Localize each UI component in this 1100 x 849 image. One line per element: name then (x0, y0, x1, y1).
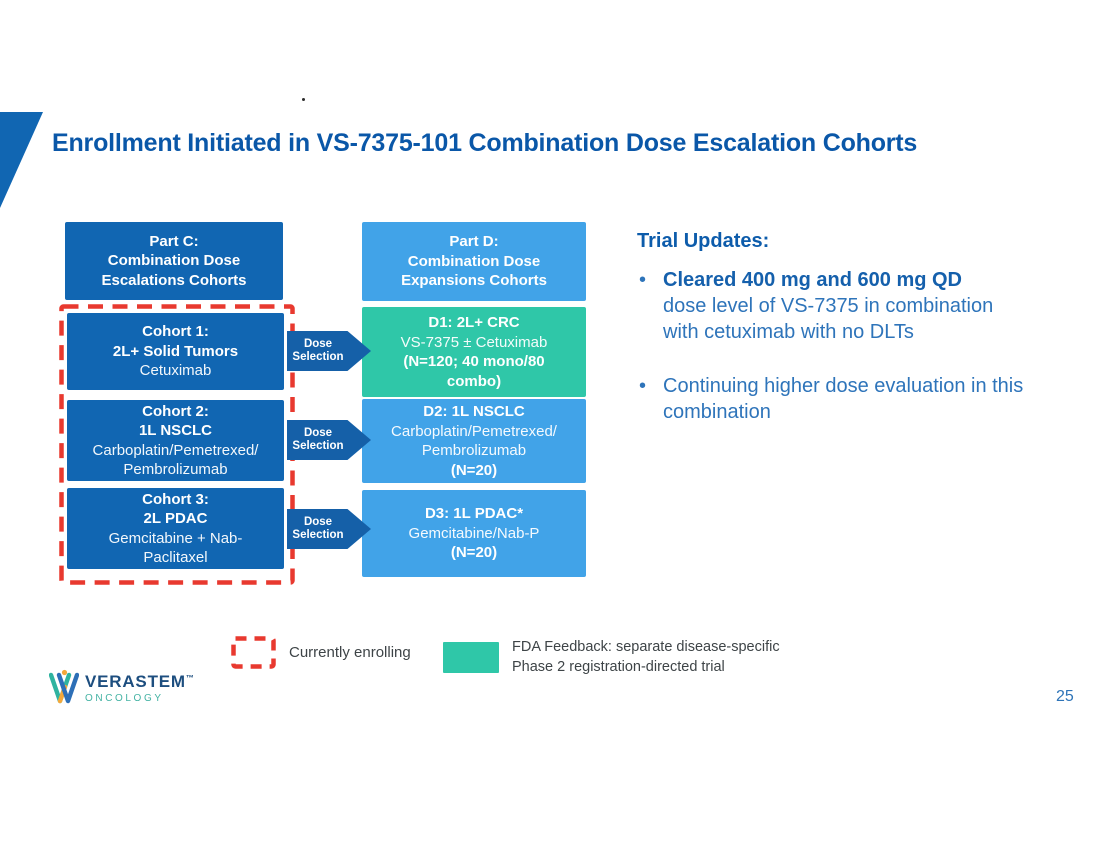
d3-regimen: Gemcitabine/Nab-P (408, 524, 540, 542)
trademark-symbol: ™ (185, 673, 195, 683)
teal-swatch-icon (443, 642, 499, 673)
legend-fda-feedback: FDA Feedback: separate disease-specific … (443, 638, 780, 677)
part-d-line: Combination Dose (407, 252, 541, 270)
dose-selection-arrow-1: Dose Selection (287, 331, 371, 371)
part-d-header-box: Part D: Combination Dose Expansions Coho… (362, 222, 586, 301)
d1-regimen: VS-7375 ± Cetuximab (400, 333, 548, 351)
d3-n-count: (N=20) (450, 544, 498, 562)
trial-updates-section: Trial Updates: Cleared 400 mg and 600 mg… (637, 230, 1057, 453)
d2-n-count: (N=20) (450, 461, 498, 479)
dose-selection-label: Dose (303, 337, 333, 350)
dose-selection-arrow-2: Dose Selection (287, 420, 371, 460)
d2-title: D2: 1L NSCLC (423, 403, 525, 420)
d2-regimen: Pembrolizumab (421, 442, 527, 459)
cohort-1-regimen: Cetuximab (139, 362, 212, 380)
d1-title: D1: 2L+ CRC (428, 314, 520, 331)
logo-division-name: ONCOLOGY (85, 693, 164, 704)
bullet-2-text: Continuing higher dose evaluation in thi… (663, 375, 1024, 423)
dose-selection-label: Dose (303, 426, 333, 439)
expansion-d3-box: D3: 1L PDAC* Gemcitabine/Nab-P (N=20) (362, 490, 586, 577)
cohort-2-regimen: Carboplatin/Pemetrexed/ (92, 441, 259, 459)
trial-update-bullet-2: Continuing higher dose evaluation in thi… (637, 373, 1037, 425)
fda-feedback-line2: Phase 2 registration-directed trial (512, 658, 725, 675)
logo-name-text: VERASTEM (85, 672, 186, 691)
slide-title: Enrollment Initiated in VS-7375-101 Comb… (52, 129, 918, 157)
stray-dot-artifact (302, 98, 305, 101)
trial-update-bullet-1: Cleared 400 mg and 600 mg QD dose level … (637, 267, 1037, 345)
corner-accent-shape (0, 112, 43, 208)
cohort-3-regimen: Paclitaxel (143, 549, 208, 566)
legend-currently-enrolling: Currently enrolling (231, 636, 411, 669)
page-number: 25 (1056, 688, 1074, 705)
cohort-2-box: Cohort 2: 1L NSCLC Carboplatin/Pemetrexe… (67, 400, 284, 481)
dose-selection-label: Dose (303, 515, 333, 528)
fda-feedback-line1: FDA Feedback: separate disease-specific (512, 639, 780, 655)
cohort-1-box: Cohort 1: 2L+ Solid Tumors Cetuximab (67, 313, 284, 390)
red-dashed-box-icon (231, 636, 276, 669)
bullet-1-text: dose level of VS-7375 in combination wit… (663, 295, 994, 343)
d1-n-count: (N=120; 40 mono/80 (403, 353, 545, 370)
part-c-line: Combination Dose (107, 252, 241, 270)
d2-regimen: Carboplatin/Pemetrexed/ (391, 422, 557, 440)
logo-text: VERASTEM™ ONCOLOGY (85, 669, 195, 704)
fda-feedback-label: FDA Feedback: separate disease-specific … (512, 638, 780, 677)
cohort-2-title: Cohort 2: (142, 402, 209, 420)
dose-selection-label: Selection (292, 351, 344, 363)
part-d-line: Part D: (449, 233, 499, 251)
dose-selection-arrow-3: Dose Selection (287, 509, 371, 549)
trial-updates-heading: Trial Updates: (637, 230, 770, 252)
expansion-d1-box: D1: 2L+ CRC VS-7375 ± Cetuximab (N=120; … (362, 307, 586, 397)
cohort-1-title: Cohort 1: (142, 323, 209, 341)
cohort-2-regimen: Pembrolizumab (123, 461, 228, 478)
bullet-1-bold-text: Cleared 400 mg and 600 mg QD (663, 269, 963, 291)
expansion-d2-box: D2: 1L NSCLC Carboplatin/Pemetrexed/ Pem… (362, 399, 586, 483)
verastem-oncology-logo: VERASTEM™ ONCOLOGY (49, 669, 195, 705)
currently-enrolling-label: Currently enrolling (289, 644, 411, 661)
part-c-line: Part C: (149, 232, 199, 250)
d3-title: D3: 1L PDAC* (424, 505, 524, 523)
part-c-header-box: Part C: Combination Dose Escalations Coh… (65, 222, 283, 300)
logo-company-name: VERASTEM™ (85, 672, 195, 692)
verastem-logo-mark-icon (49, 669, 79, 704)
cohort-1-population: 2L+ Solid Tumors (112, 342, 239, 360)
cohort-3-title: Cohort 3: (142, 490, 209, 508)
cohort-2-population: 1L NSCLC (138, 422, 213, 439)
part-d-line: Expansions Cohorts (401, 272, 547, 290)
cohort-3-population: 2L PDAC (143, 510, 208, 527)
dose-selection-label: Selection (292, 529, 344, 541)
cohort-3-regimen: Gemcitabine + Nab- (108, 529, 243, 547)
dose-selection-label: Selection (292, 440, 344, 452)
d1-n-count: combo) (446, 372, 502, 390)
cohort-3-box: Cohort 3: 2L PDAC Gemcitabine + Nab- Pac… (67, 488, 284, 569)
part-c-line: Escalations Cohorts (101, 271, 247, 289)
